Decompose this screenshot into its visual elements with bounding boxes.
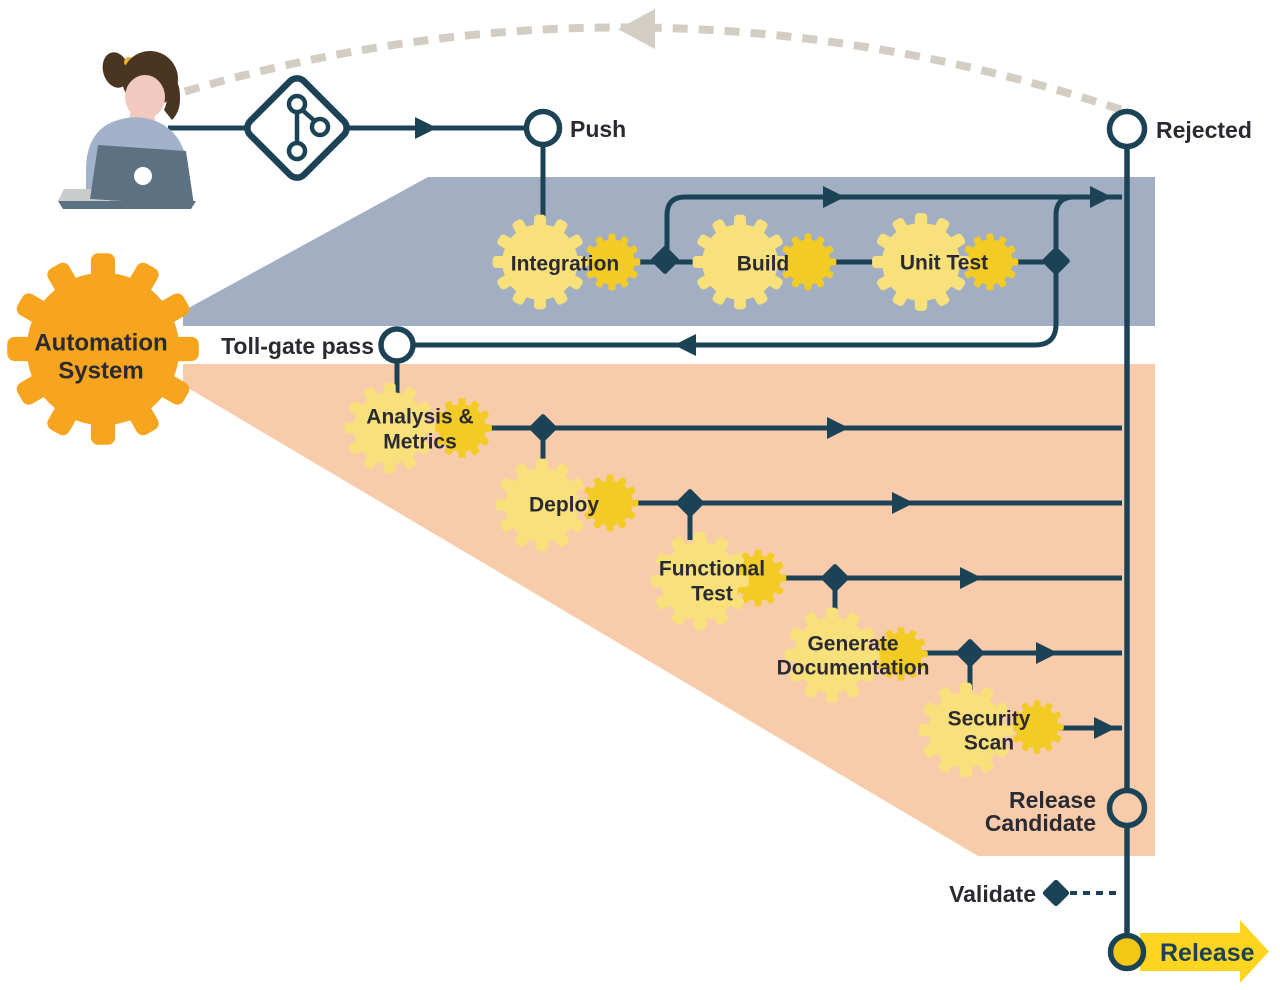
release-candidate-label-line1: Release [1009,787,1096,813]
stage-label-line1: Security [948,708,1031,731]
git-commit-node [244,75,350,181]
stage-label-line2: Test [691,583,733,606]
automation-system-label-line1: Automation [34,330,167,357]
stage-deploy: Deploy [495,458,639,552]
stage-functional-test: Functional Test [651,532,787,630]
laptop-hinge [58,201,196,209]
release-candidate-label-line2: Candidate [985,810,1096,836]
automation-system: Automation System [7,253,199,445]
stage-label-line2: Documentation [777,657,930,680]
rejected-label: Rejected [1156,117,1252,143]
git-branch-icon [286,93,331,162]
tollgate-circle [378,326,416,364]
validate-diamond [1042,879,1070,907]
tollgate-label: Toll-gate pass [221,333,374,359]
stage-label-line2: Metrics [383,431,457,454]
developer-illustration [58,51,196,209]
validate-label: Validate [949,881,1036,907]
node-rejected: Rejected [1106,108,1252,150]
arc-arrowhead-icon [618,9,655,49]
stage-label: Integration [511,253,620,276]
release-circle [1107,932,1147,972]
rejected-circle [1106,108,1148,150]
stage-integration: Integration [492,214,641,310]
stage-label: Build [737,253,790,276]
node-release-candidate: Release Candidate [985,787,1148,836]
stage-unit-test: Unit Test [872,213,1019,311]
automation-system-label-line2: System [58,358,143,385]
node-release: Release [1107,920,1269,983]
laptop-logo [134,167,152,185]
face [125,75,165,119]
delivery-band [183,364,1155,856]
stage-label-line1: Analysis & [366,406,473,429]
node-push: Push [523,108,626,148]
stage-label: Deploy [529,494,599,517]
push-label: Push [570,116,626,142]
push-circle [523,108,563,148]
stage-label-line2: Scan [964,732,1014,755]
stage-generate-documentation: Generate Documentation [777,607,930,703]
rejected-feedback-arc [158,9,1127,115]
stage-label: Unit Test [900,252,988,275]
stage-label-line1: Functional [659,558,765,581]
node-validate: Validate [949,879,1121,907]
stage-analysis-metrics: Analysis & Metrics [344,382,492,474]
release-candidate-circle [1106,787,1148,829]
stage-label-line1: Generate [807,633,898,656]
stage-security-scan: Security Scan [918,682,1064,778]
stage-build: Build [692,214,837,310]
release-label: Release [1160,939,1255,967]
node-tollgate: Toll-gate pass [221,326,416,364]
release-arrow [1140,920,1269,983]
